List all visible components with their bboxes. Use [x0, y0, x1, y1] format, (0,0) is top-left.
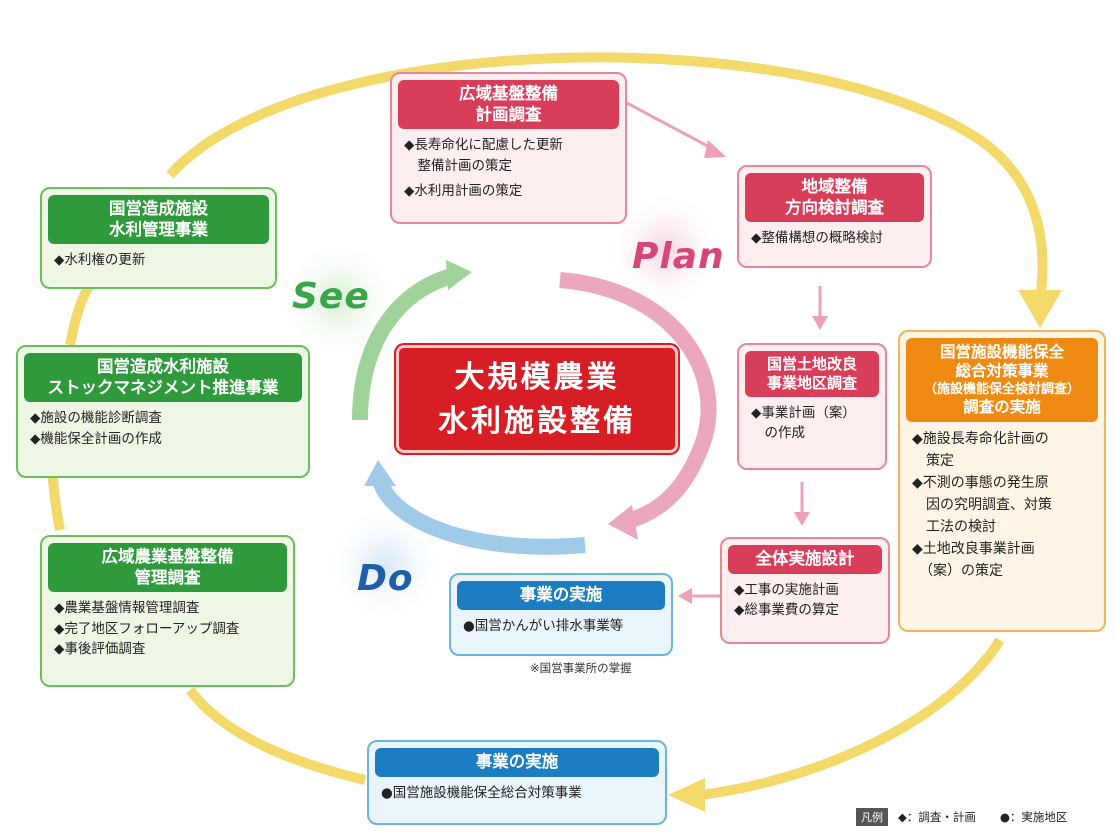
box-title: 広域基盤整備: [459, 84, 558, 103]
box-kouiki-kiban-keikaku: 広域基盤整備 計画調査 ◆長寿命化に配慮した更新 整備計画の策定 ◆水利用計画の…: [390, 72, 627, 224]
list-item: ◆施設長寿命化計画の: [912, 431, 1049, 448]
do-halo: [323, 503, 447, 627]
box-kokuei-kino-hozen: 国営施設機能保全 総合対策事業 （施設機能保全検討調査） 調査の実施 ◆施設長寿…: [898, 330, 1106, 632]
box-body: ◆整備構想の概略検討: [739, 222, 930, 256]
box-header: 全体実施設計: [728, 545, 882, 574]
legend-diamond: ◆：調査・計画: [898, 810, 976, 824]
box-header: 事業の実施: [457, 581, 665, 610]
box-title: 全体実施設計: [755, 549, 855, 568]
list-item: ◆完了地区フォローアップ調査: [54, 620, 240, 637]
box-body: ●国営かんがい排水事業等: [451, 610, 671, 644]
list-item: ●国営かんがい排水事業等: [463, 617, 624, 634]
inner-cycle: [352, 260, 717, 555]
list-item: （案）の策定: [912, 563, 1003, 580]
list-item: ◆工事の実施計画: [734, 581, 839, 598]
box-header: 地域整備 方向検討調査: [745, 173, 924, 223]
box-body: ◆工事の実施計画 ◆総事業費の算定: [722, 574, 888, 628]
box-body: ◆水利権の更新: [42, 244, 275, 278]
box-title: 広域農業基盤整備: [101, 547, 234, 566]
list-item: ◆不測の事態の発生原: [912, 475, 1049, 492]
list-item: ◆農業基盤情報管理調査: [54, 600, 200, 617]
box-zentai-jisshi-sekkei: 全体実施設計 ◆工事の実施計画 ◆総事業費の算定: [720, 537, 890, 644]
see-halo: [273, 235, 403, 365]
box-kokuei-tochi-kairyo: 国営土地改良 事業地区調査 ◆事業計画（案） の作成: [737, 343, 887, 470]
list-item: ●国営施設機能保全総合対策事業: [381, 784, 582, 801]
box-title: 水利管理事業: [109, 219, 208, 239]
list-item: ◆施設の機能診断調査: [30, 410, 162, 427]
legend-tag: 凡例: [856, 808, 888, 826]
box-body: ◆施設長寿命化計画の 策定 ◆不測の事態の発生原 因の究明調査、対策 工法の検討…: [900, 422, 1104, 589]
box-header: 事業の実施: [375, 748, 659, 777]
box-title: 調査の実施: [963, 398, 1041, 416]
see-arc-arrowhead: [446, 260, 472, 290]
list-item: ◆事後評価調査: [54, 641, 146, 658]
footnote: ※国営事業所の掌握: [530, 661, 632, 675]
box-body: ◆事業計画（案） の作成: [739, 397, 885, 451]
list-item: ◆総事業費の算定: [734, 602, 839, 619]
box-title: 計画調査: [475, 104, 542, 124]
box-header: 広域農業基盤整備 管理調査: [48, 543, 287, 593]
legend-circle: ●：実施地区: [999, 810, 1068, 824]
box-title: 国営造成水利施設: [97, 357, 229, 376]
plan-arc: [559, 272, 717, 530]
list-item: 策定: [912, 453, 954, 470]
list-item: ◆長寿命化に配慮した更新: [404, 137, 563, 154]
box-title: 国営施設機能保全: [939, 343, 1064, 361]
box-body: ●国営施設機能保全総合対策事業: [369, 777, 665, 811]
list-item: ◆水利用計画の策定: [404, 183, 523, 200]
see-arc: [352, 268, 455, 421]
box-header: 国営造成施設 水利管理事業: [48, 195, 269, 245]
box-title: 国営造成施設: [109, 199, 208, 218]
box-title: 事業地区調査: [766, 373, 857, 392]
plan-arc-arrowhead: [608, 505, 638, 540]
do-arc-arrowhead: [364, 460, 396, 486]
center-title-line1: 大規模農業: [454, 360, 620, 395]
plan-halo: [605, 190, 725, 310]
list-item: ◆土地改良事業計画: [912, 541, 1035, 558]
list-item: 工法の検討: [912, 519, 996, 536]
see-label: See: [292, 276, 370, 317]
box-header: 国営造成水利施設 ストックマネジメント推進事業: [24, 353, 302, 403]
box-stock-management: 国営造成水利施設 ストックマネジメント推進事業 ◆施設の機能診断調査 ◆機能保全…: [16, 345, 310, 478]
center-title-line2: 水利施設整備: [438, 404, 636, 439]
box-kouiki-nogyo-kiban: 広域農業基盤整備 管理調査 ◆農業基盤情報管理調査 ◆完了地区フォローアップ調査…: [40, 535, 295, 687]
box-title: 国営土地改良: [766, 355, 857, 373]
list-item: ◆水利権の更新: [54, 252, 146, 269]
box-header: 国営土地改良 事業地区調査: [745, 351, 879, 397]
outer-arrowhead-bottom: [668, 778, 705, 812]
list-item: の作成: [751, 425, 805, 442]
box-title: 事業の実施: [519, 585, 603, 604]
legend: 凡例 ◆：調査・計画 ●：実施地区: [856, 808, 1067, 826]
box-body: ◆施設の機能診断調査 ◆機能保全計画の作成: [18, 402, 308, 456]
box-title: 総合対策事業: [955, 362, 1049, 381]
box-title: 方向検討調査: [785, 197, 884, 217]
center-title-box: 大規模農業 水利施設整備: [396, 345, 678, 453]
box-title: 事業の実施: [475, 752, 559, 771]
outer-arrowhead-right: [1018, 290, 1062, 328]
box-title: ストックマネジメント推進事業: [47, 377, 279, 397]
list-item: 因の究明調査、対策: [912, 497, 1052, 514]
box-body: ◆長寿命化に配慮した更新 整備計画の策定 ◆水利用計画の策定: [392, 129, 625, 209]
box-body: ◆農業基盤情報管理調査 ◆完了地区フォローアップ調査 ◆事後評価調査: [42, 592, 293, 667]
do-arc: [372, 477, 586, 555]
box-header: 国営施設機能保全 総合対策事業 （施設機能保全検討調査） 調査の実施: [906, 338, 1098, 423]
box-jigyo-jisshi-bottom: 事業の実施 ●国営施設機能保全総合対策事業: [367, 740, 667, 825]
box-title: 地域整備: [801, 177, 868, 196]
box-suiri-kanri: 国営造成施設 水利管理事業 ◆水利権の更新: [40, 187, 277, 289]
box-chiiki-seibi: 地域整備 方向検討調査 ◆整備構想の概略検討: [737, 165, 932, 268]
box-title: 管理調査: [134, 567, 201, 587]
list-item: ◆事業計画（案）: [751, 404, 856, 421]
box-title: （施設機能保全検討調査）: [923, 381, 1080, 397]
list-item: 整備計画の策定: [404, 157, 512, 174]
do-label: Do: [357, 558, 414, 599]
box-jigyo-jisshi-center: 事業の実施 ●国営かんがい排水事業等: [449, 573, 673, 656]
list-item: ◆整備構想の概略検討: [751, 230, 883, 247]
plan-label: Plan: [632, 236, 725, 277]
box-header: 広域基盤整備 計画調査: [398, 80, 619, 130]
list-item: ◆機能保全計画の作成: [30, 430, 162, 447]
connector-arrows: [626, 101, 828, 604]
